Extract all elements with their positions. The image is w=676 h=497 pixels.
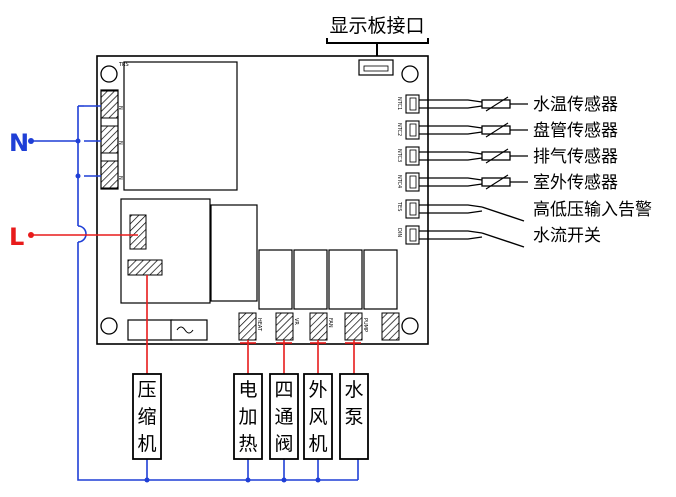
- load-char: 电: [238, 379, 257, 401]
- sensor-connector: NTC4: [396, 172, 420, 192]
- load-char: 外: [308, 379, 327, 401]
- relay-3: [328, 249, 363, 310]
- n-term-label-2: N: [117, 141, 123, 145]
- load-char: 通: [274, 406, 293, 428]
- n-term-label-1: N: [117, 106, 123, 110]
- connector-label: NTC4: [396, 175, 402, 188]
- connector-label: NTC1: [396, 97, 402, 110]
- heat-label: HEAT: [256, 318, 262, 332]
- sensor-label: 室外传感器: [533, 173, 618, 193]
- display-port-bracket: 显示板接口: [326, 15, 429, 60]
- switch-contact: [481, 206, 525, 222]
- sensor-label: 水温传感器: [533, 95, 618, 115]
- sensor-item: 盘管传感器: [419, 121, 618, 141]
- power-module: [210, 204, 258, 302]
- load-char: 泵: [344, 406, 363, 428]
- vr-terminal: [275, 312, 294, 341]
- control-board: TRS N N N HEAT: [96, 55, 429, 345]
- mount-hole-bottom-right: [401, 317, 419, 335]
- load-box: 电加热: [233, 373, 263, 460]
- load-char: 机: [308, 433, 327, 455]
- relay-4: [363, 249, 398, 310]
- connector-label: TES: [396, 201, 402, 211]
- load-char: 阀: [274, 433, 293, 455]
- sensor-item: 排气传感器: [419, 147, 618, 167]
- board-top-label: TRS: [118, 62, 129, 68]
- neutral-label: N: [9, 129, 29, 157]
- relay-2: [293, 249, 328, 310]
- fan-terminal: [309, 312, 328, 341]
- load-box: 压缩机: [132, 373, 162, 460]
- heat-terminal: [238, 312, 257, 341]
- switch-contact: [481, 232, 525, 248]
- switch-item: 高低压输入告警: [419, 200, 652, 222]
- connector-label: DIN: [396, 228, 402, 237]
- sensor-connector: NTC3: [396, 146, 420, 166]
- load-char: 热: [238, 433, 257, 455]
- load-box: 四通阀: [269, 373, 299, 460]
- load-box: 水泵: [339, 373, 369, 460]
- live-wiring: [28, 232, 361, 374]
- load-char: 机: [137, 433, 156, 455]
- fan-label: FAN: [327, 318, 333, 328]
- neutral-wiring: [28, 105, 359, 483]
- sensor-connector: DIN: [396, 225, 420, 245]
- connector-label: NTC2: [396, 123, 402, 136]
- mount-hole-bottom-left: [100, 317, 118, 335]
- n-terminal-strip: N N N: [100, 89, 123, 190]
- sensor-item: 水温传感器: [419, 95, 618, 115]
- switch-item: 水流开关: [419, 226, 601, 248]
- sensor-connector: NTC2: [396, 120, 420, 140]
- load-char: 水: [344, 379, 363, 401]
- fuse-holder: [170, 319, 208, 341]
- load-char: 缩: [137, 406, 156, 428]
- sensor-connector: NTC1: [396, 94, 420, 114]
- transformer-block: [123, 61, 238, 191]
- compressor-terminal: [127, 259, 163, 276]
- live-label: L: [9, 223, 24, 251]
- mount-hole-top-right: [401, 65, 419, 83]
- load-char: 压: [137, 379, 156, 401]
- relay-1: [258, 249, 293, 310]
- load-char: 加: [238, 406, 257, 428]
- n-term-label-3: N: [117, 176, 123, 180]
- display-port-label: 显示板接口: [329, 15, 424, 37]
- vr-label: VR: [293, 318, 299, 325]
- fuse-block: [127, 319, 173, 341]
- sensor-item: 室外传感器: [419, 173, 618, 193]
- load-box: 外风机: [303, 373, 333, 460]
- mount-hole-top-left: [100, 65, 118, 83]
- load-char: 风: [308, 406, 327, 428]
- sensor-label: 水流开关: [533, 226, 601, 246]
- load-char: 四: [274, 379, 293, 401]
- pump-label: PUMP: [362, 318, 368, 332]
- sensor-label: 盘管传感器: [533, 121, 618, 141]
- l-terminal: [129, 214, 147, 250]
- pump-terminal: [344, 312, 363, 341]
- sensor-label: 高低压输入告警: [533, 200, 652, 220]
- spare-terminal: [381, 312, 400, 341]
- connector-label: NTC3: [396, 149, 402, 162]
- sensor-label: 排气传感器: [533, 147, 618, 167]
- sensor-connector: TES: [396, 199, 420, 219]
